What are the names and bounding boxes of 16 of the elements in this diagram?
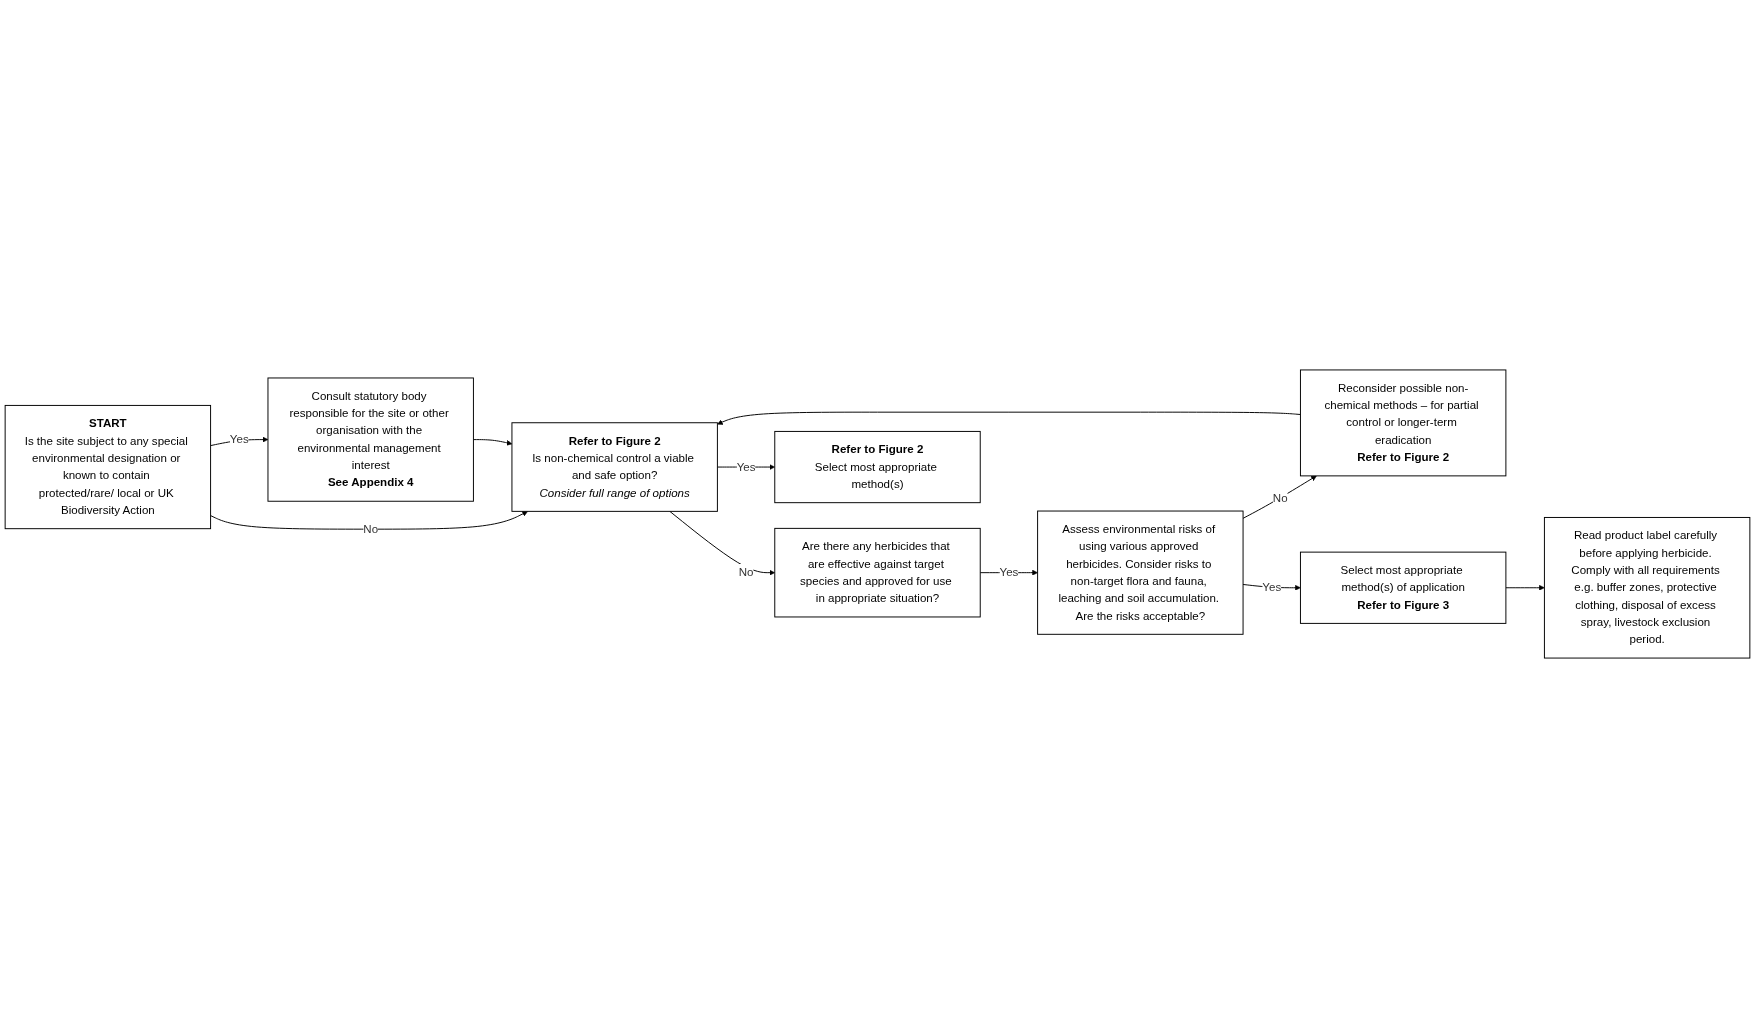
node-box: Consult statutory body responsible for the site or other organisation with the environmental management interest See Appendix 4 [267, 377, 474, 502]
node-box: Assess environmental risks of using various approved herbicides. Consider risks to non-target flora and fauna, leaching and soil accumulation. Are the risks acceptable? [1037, 510, 1244, 635]
node-box: START Is the site subject to any special environmental designation or known to contain protected/rare/ local or UK Biodiversity Action [4, 404, 212, 530]
node-box: Refer to Figure 2 Select most appropriate method(s) [774, 430, 981, 504]
node-box: Refer to Figure 2 Is non-chemical control a viable and safe option? Consider full range of options [511, 422, 718, 512]
edge-label: Yes [229, 432, 249, 446]
edge-label: No [363, 522, 379, 536]
edge-label: Yes [999, 565, 1019, 579]
edge-label: Yes [1262, 581, 1282, 594]
edge-label: Yes [736, 460, 756, 474]
node-box: Read product label carefully before applying herbicide. Comply with all requirements e.g. buffer zones, protective clothing, disposal of excess spray, livestock exclusion period. [1543, 516, 1751, 659]
node-box: Are there any herbicides that are effective against target species and approved for use in appropriate situation? [774, 527, 981, 618]
node-box: Reconsider possible non-chemical methods – for partial control or longer-term eradication Refer to Figure 2 [1299, 369, 1507, 477]
edge-label: No [1272, 491, 1288, 505]
node-box: Select most appropriate method(s) of application Refer to Figure 3 [1299, 551, 1507, 624]
edge-label: No [738, 565, 754, 579]
